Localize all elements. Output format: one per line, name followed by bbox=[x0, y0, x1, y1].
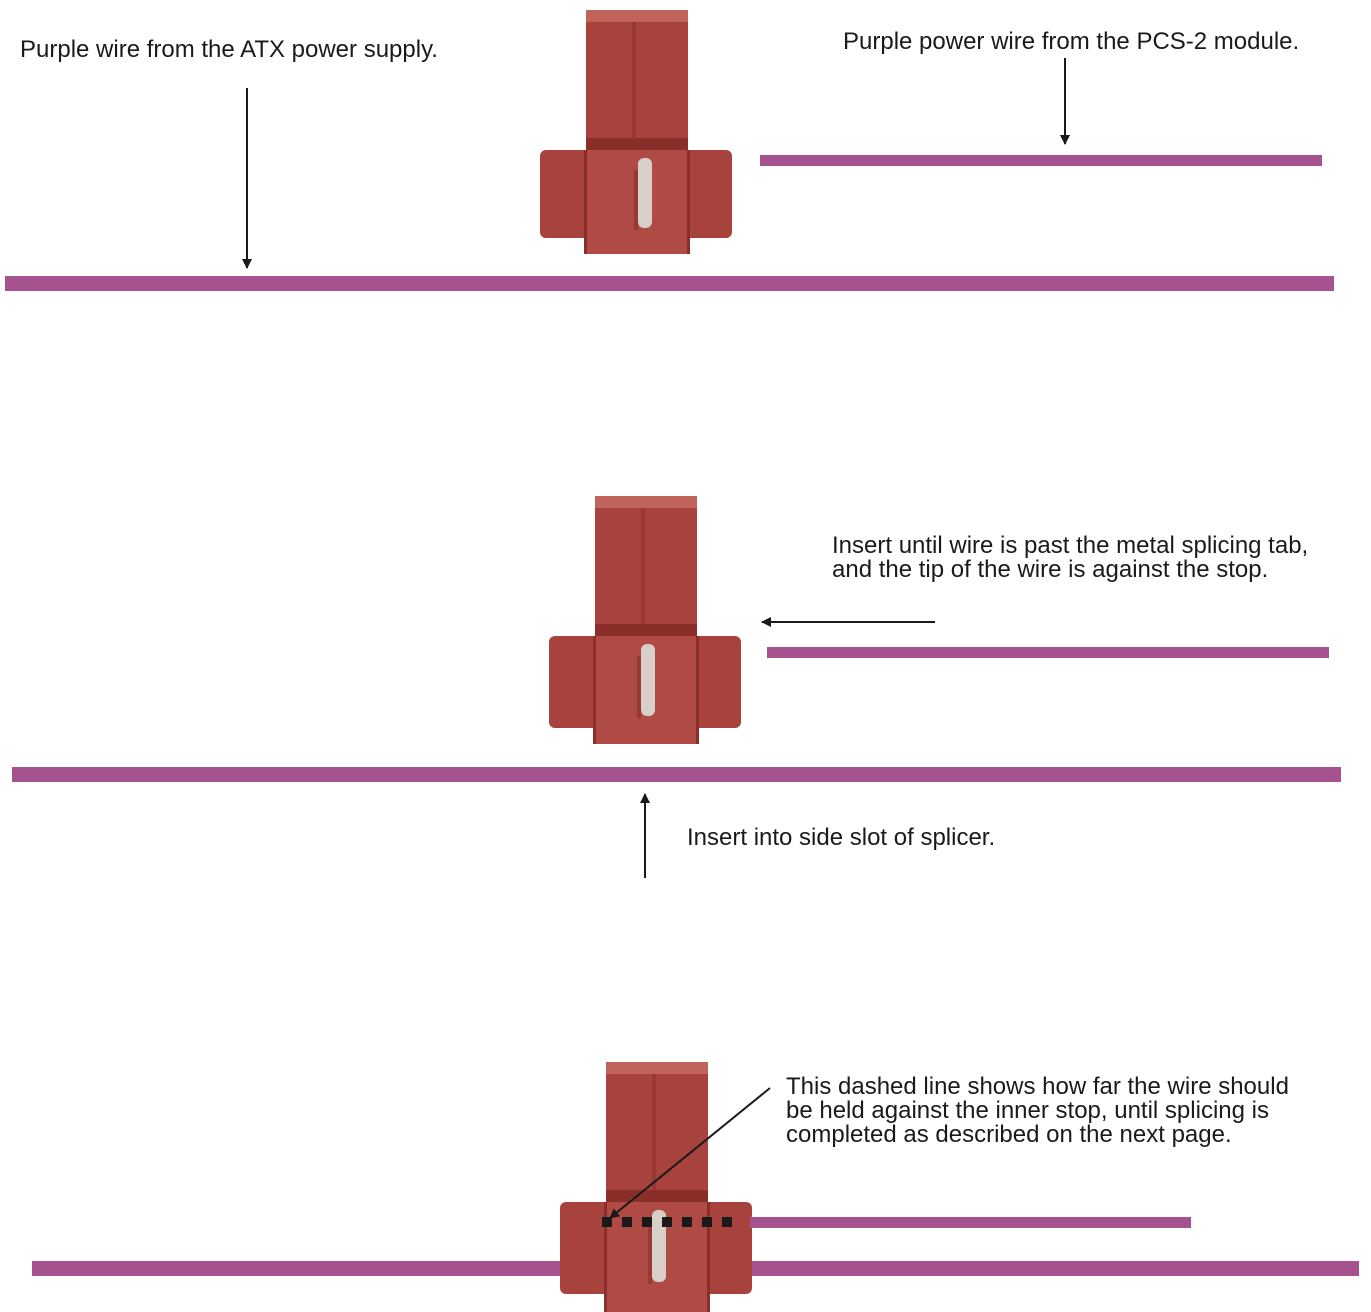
insert-side-label: Insert into side slot of splicer. bbox=[687, 824, 996, 851]
insert-right-label: Insert until wire is past the metal spli… bbox=[832, 532, 1309, 583]
dashed-line-label: This dashed line shows how far the wire … bbox=[786, 1073, 1289, 1148]
splicer-connector-step2 bbox=[549, 496, 741, 744]
atx-wire-label: Purple wire from the ATX power supply. bbox=[20, 36, 438, 63]
splicer-connector-step3 bbox=[560, 1062, 752, 1312]
atx-wire-step3-left bbox=[32, 1261, 560, 1276]
pcs2-wire-step1 bbox=[760, 155, 1322, 166]
splicer-connector-step1 bbox=[540, 10, 732, 254]
atx-wire-step2 bbox=[12, 767, 1341, 782]
atx-wire-step3-right bbox=[752, 1261, 1359, 1276]
pcs2-wire-label: Purple power wire from the PCS-2 module. bbox=[843, 28, 1300, 55]
atx-wire-step1 bbox=[5, 276, 1334, 291]
pcs2-wire-step2 bbox=[767, 647, 1329, 658]
pcs2-wire-step3 bbox=[750, 1217, 1191, 1228]
